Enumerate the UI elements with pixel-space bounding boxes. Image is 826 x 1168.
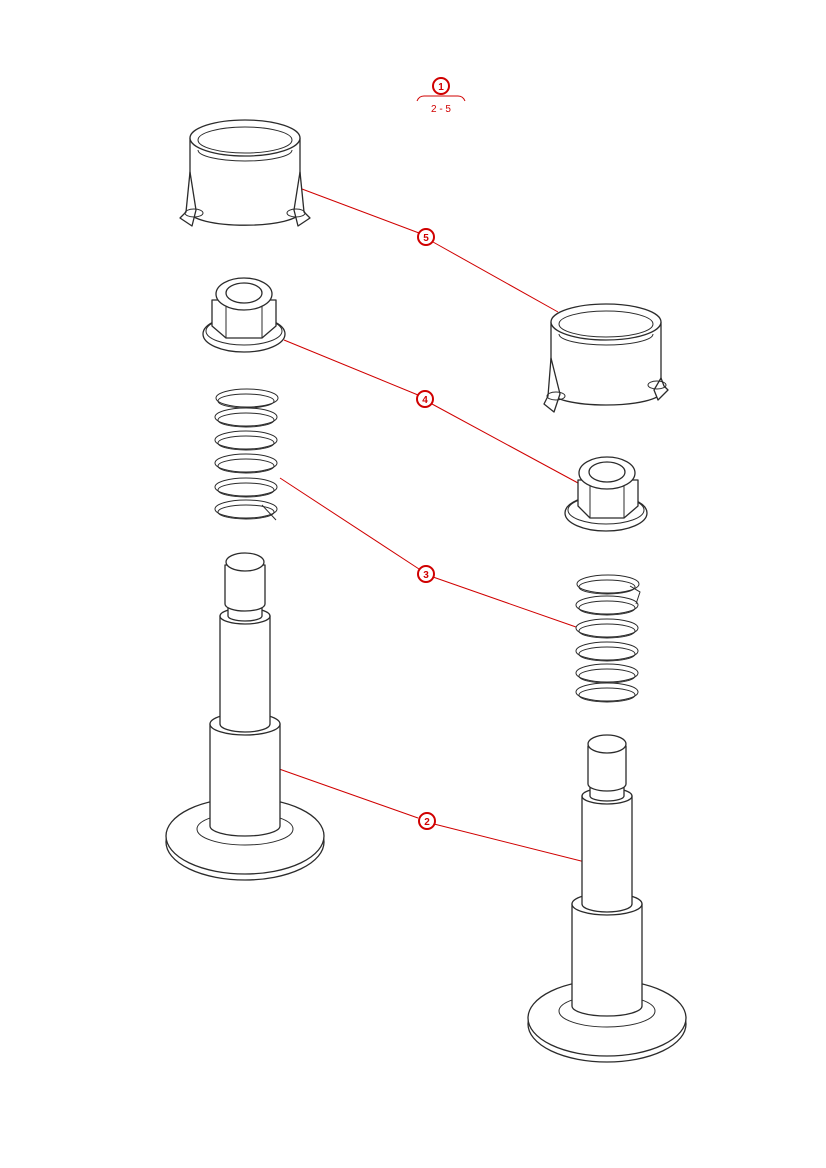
coil-spring-right	[575, 574, 641, 703]
callout-3[interactable]: 3	[417, 565, 435, 583]
leader-2-left	[264, 763, 419, 819]
leader-4-right	[431, 403, 579, 484]
coil-spring-left	[214, 388, 279, 521]
leader-4-left	[283, 339, 419, 396]
assembly-range: 2 - 5	[431, 104, 451, 115]
leader-3-left	[279, 477, 420, 570]
callout-4[interactable]: 4	[416, 390, 434, 408]
callout-2[interactable]: 2	[418, 812, 436, 830]
leader-5-right	[432, 241, 559, 313]
stepped-pin-left	[165, 552, 325, 881]
assembly-number: 1	[438, 82, 444, 93]
flange-nut-right	[564, 456, 648, 532]
stepped-pin-right	[527, 734, 687, 1063]
assembly-bracket	[416, 95, 466, 102]
assembly-callout-circle	[432, 77, 450, 95]
assembly-callout[interactable]: 1 2 - 5	[416, 77, 466, 115]
leader-lines	[264, 185, 602, 867]
leader-2-right	[433, 823, 602, 867]
spacer-sleeve-left	[179, 119, 311, 227]
spacer-sleeve-right	[543, 303, 669, 413]
leader-3-right	[432, 576, 577, 628]
callout-2-label: 2	[424, 817, 430, 828]
callout-5[interactable]: 5	[417, 228, 435, 246]
callout-3-label: 3	[423, 570, 429, 581]
callout-4-label: 4	[422, 395, 428, 406]
leader-5-left	[293, 185, 420, 234]
flange-nut-left	[202, 277, 286, 353]
callout-5-label: 5	[423, 233, 429, 244]
